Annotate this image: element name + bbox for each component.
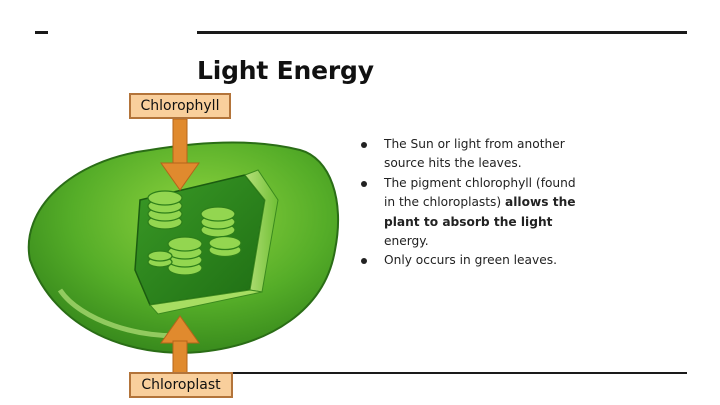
chlorophyll-callout: Chlorophyll	[129, 93, 231, 119]
bullet-text: Only occurs in green leaves.	[384, 253, 557, 267]
bullet-dot-icon	[361, 181, 367, 187]
bullet-dot-icon	[361, 258, 367, 264]
bullet-item: The Sun or light from another source hit…	[358, 135, 588, 174]
bullet-dot-icon	[361, 142, 367, 148]
bullet-text-tail: energy.	[384, 234, 429, 248]
bullet-item: The pigment chlorophyll (found in the ch…	[358, 174, 588, 252]
bullet-list: The Sun or light from another source hit…	[358, 135, 588, 271]
bullet-item: Only occurs in green leaves.	[358, 251, 588, 270]
bullet-text: The Sun or light from another source hit…	[384, 137, 565, 170]
chloroplast-callout: Chloroplast	[129, 372, 233, 398]
